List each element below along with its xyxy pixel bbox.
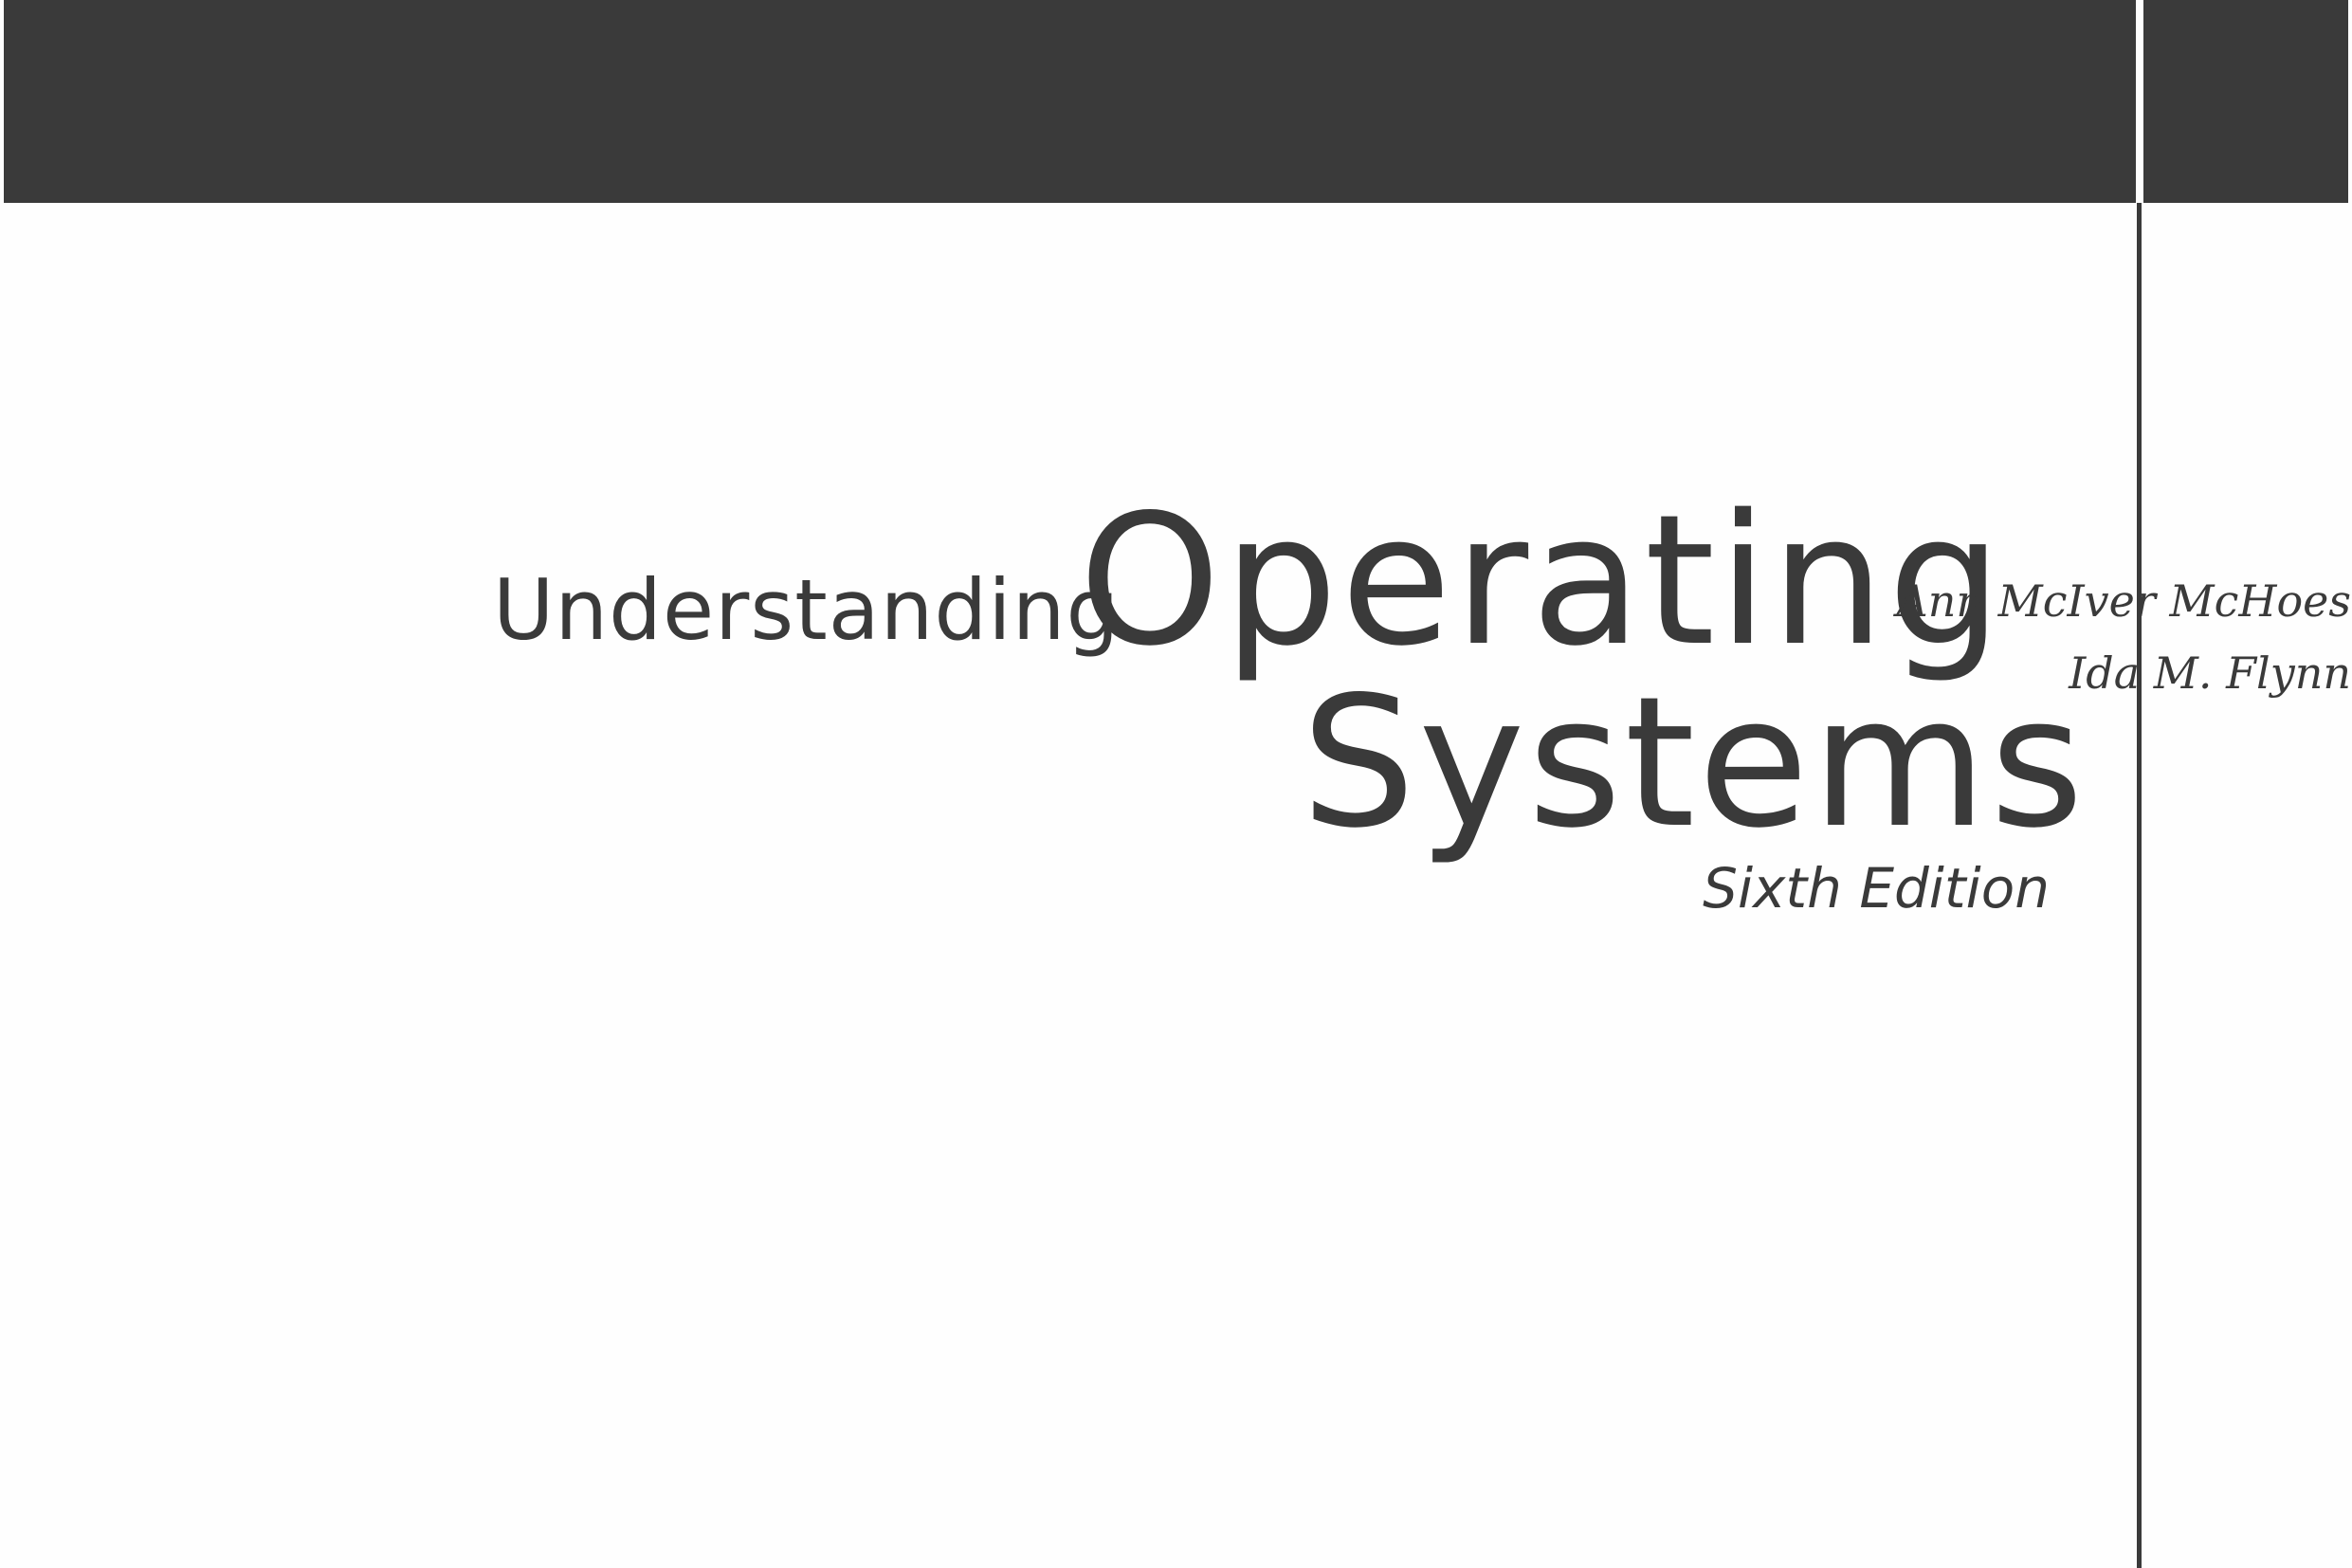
author-name: Ann McIver McHoes	[1896, 575, 2351, 627]
top-band	[4, 0, 2348, 203]
top-band-gap	[2136, 0, 2143, 203]
book-title: Understanding Operating Systems Sixth Ed…	[379, 474, 2086, 1043]
author-name: Ida M. Flynn	[2069, 647, 2351, 699]
title-prefix: Understanding	[493, 561, 1121, 659]
edition: Sixth Edition	[1703, 856, 2050, 921]
vertical-rule	[2137, 203, 2142, 1568]
author-list: Ann McIver McHoes Ida M. Flynn	[1498, 565, 2351, 709]
title-line-2: Systems	[1301, 658, 2087, 867]
title-line-1: Operating	[1079, 476, 2005, 685]
